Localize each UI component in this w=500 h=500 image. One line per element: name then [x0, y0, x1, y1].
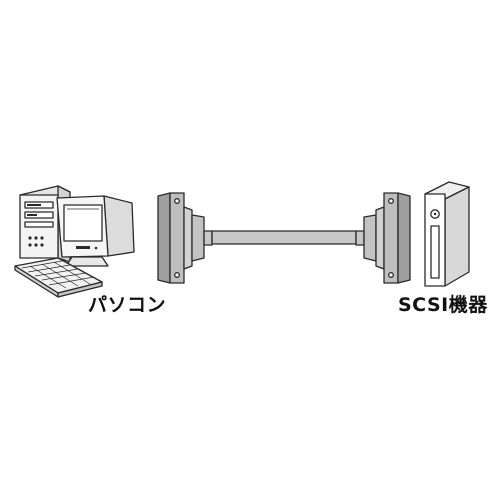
scsi-device-icon — [424, 181, 470, 287]
scsi-cable-icon — [157, 192, 411, 284]
desktop-computer-icon — [14, 185, 135, 298]
right-connector — [355, 192, 411, 284]
pc-keyboard — [14, 257, 103, 298]
pc-label: パソコン — [88, 294, 167, 316]
cable-wire — [211, 230, 357, 245]
left-connector — [157, 192, 213, 284]
scsi-device-label: SCSI機器 — [398, 294, 488, 316]
pc-monitor — [56, 195, 135, 267]
